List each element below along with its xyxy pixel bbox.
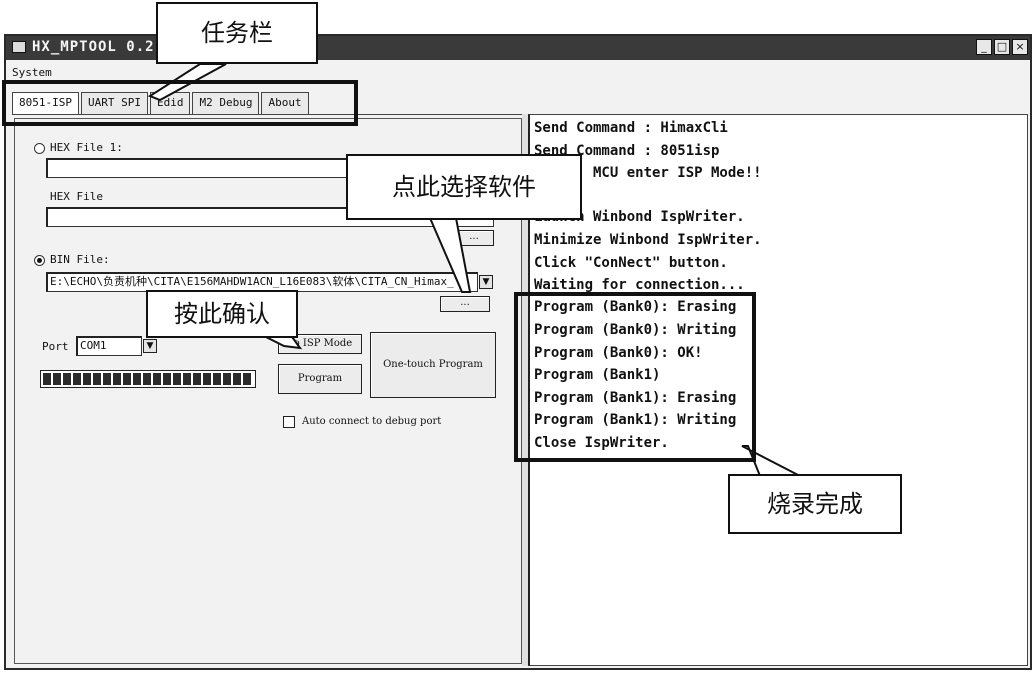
program-progress-bar [40, 370, 256, 388]
log-line: Program (Bank0): Erasing [534, 299, 737, 315]
port-label: Port [42, 340, 69, 353]
log-line: Program (Bank1): Writing [534, 412, 737, 428]
tab-about[interactable]: About [261, 92, 309, 114]
port-select[interactable]: COM1 [76, 336, 142, 356]
tab-uart-spi[interactable]: UART SPI [80, 92, 148, 114]
log-line: Waiting for connection... [534, 277, 745, 293]
auto-connect-checkbox[interactable] [283, 416, 295, 428]
maximize-button[interactable]: □ [994, 39, 1010, 55]
bin-browse-button[interactable]: ... [440, 296, 490, 312]
log-line: Send Command : HimaxCli [534, 120, 728, 136]
annotation-confirm: 按此确认 [146, 290, 298, 338]
bin-file-radio[interactable] [34, 255, 45, 266]
port-dropdown-icon[interactable]: ▼ [143, 339, 157, 353]
one-touch-program-button[interactable]: One-touch Program [370, 332, 496, 398]
annotation-done: 烧录完成 [728, 474, 902, 534]
log-line: Launch Winbond IspWriter. [534, 209, 745, 225]
app-icon [12, 41, 26, 53]
log-output [528, 114, 1028, 666]
completion-highlight [514, 292, 756, 462]
tab-8051-isp[interactable]: 8051-ISP [12, 92, 79, 115]
hex-file1-radio[interactable] [34, 143, 45, 154]
log-line: Program (Bank0): OK! [534, 345, 703, 361]
tab-strip: 8051-ISP UART SPI Edid M2 Debug About [12, 92, 311, 115]
annotation-taskbar: 任务栏 [156, 2, 318, 64]
bin-file-dropdown-icon[interactable]: ▼ [479, 275, 493, 289]
log-line: Close IspWriter. [534, 435, 669, 451]
log-line: Click "ConNect" button. [534, 255, 728, 271]
log-line: Check. MCU enter ISP Mode!! [534, 165, 762, 181]
log-line: Program (Bank0): Writing [534, 322, 737, 338]
hex-file1-label: HEX File 1: [50, 141, 123, 154]
tab-divider [12, 114, 524, 115]
program-button[interactable]: Program [278, 364, 362, 394]
log-line: Program (Bank1): Erasing [534, 390, 737, 406]
tab-m2-debug[interactable]: M2 Debug [192, 92, 260, 114]
bin-file-field[interactable]: E:\ECHO\负责机种\CITA\E156MAHDW1ACN_L16E083\… [46, 272, 478, 292]
minimize-button[interactable]: _ [976, 39, 992, 55]
bin-file-label: BIN File: [50, 253, 110, 266]
auto-connect-label: Auto connect to debug port [302, 416, 442, 427]
window-title: HX_MPTOOL 0.2 [32, 39, 155, 55]
to-isp-mode-button[interactable]: To ISP Mode [278, 334, 362, 354]
tab-strip-highlight [2, 80, 358, 126]
close-button[interactable]: × [1012, 39, 1028, 55]
log-line: Minimize Winbond IspWriter. [534, 232, 762, 248]
menu-system[interactable]: System [12, 66, 52, 79]
splitter[interactable] [522, 114, 528, 666]
annotation-select-software: 点此选择软件 [346, 154, 582, 220]
log-line: Program (Bank1) [534, 367, 661, 383]
hex-file-label: HEX File [50, 190, 103, 203]
